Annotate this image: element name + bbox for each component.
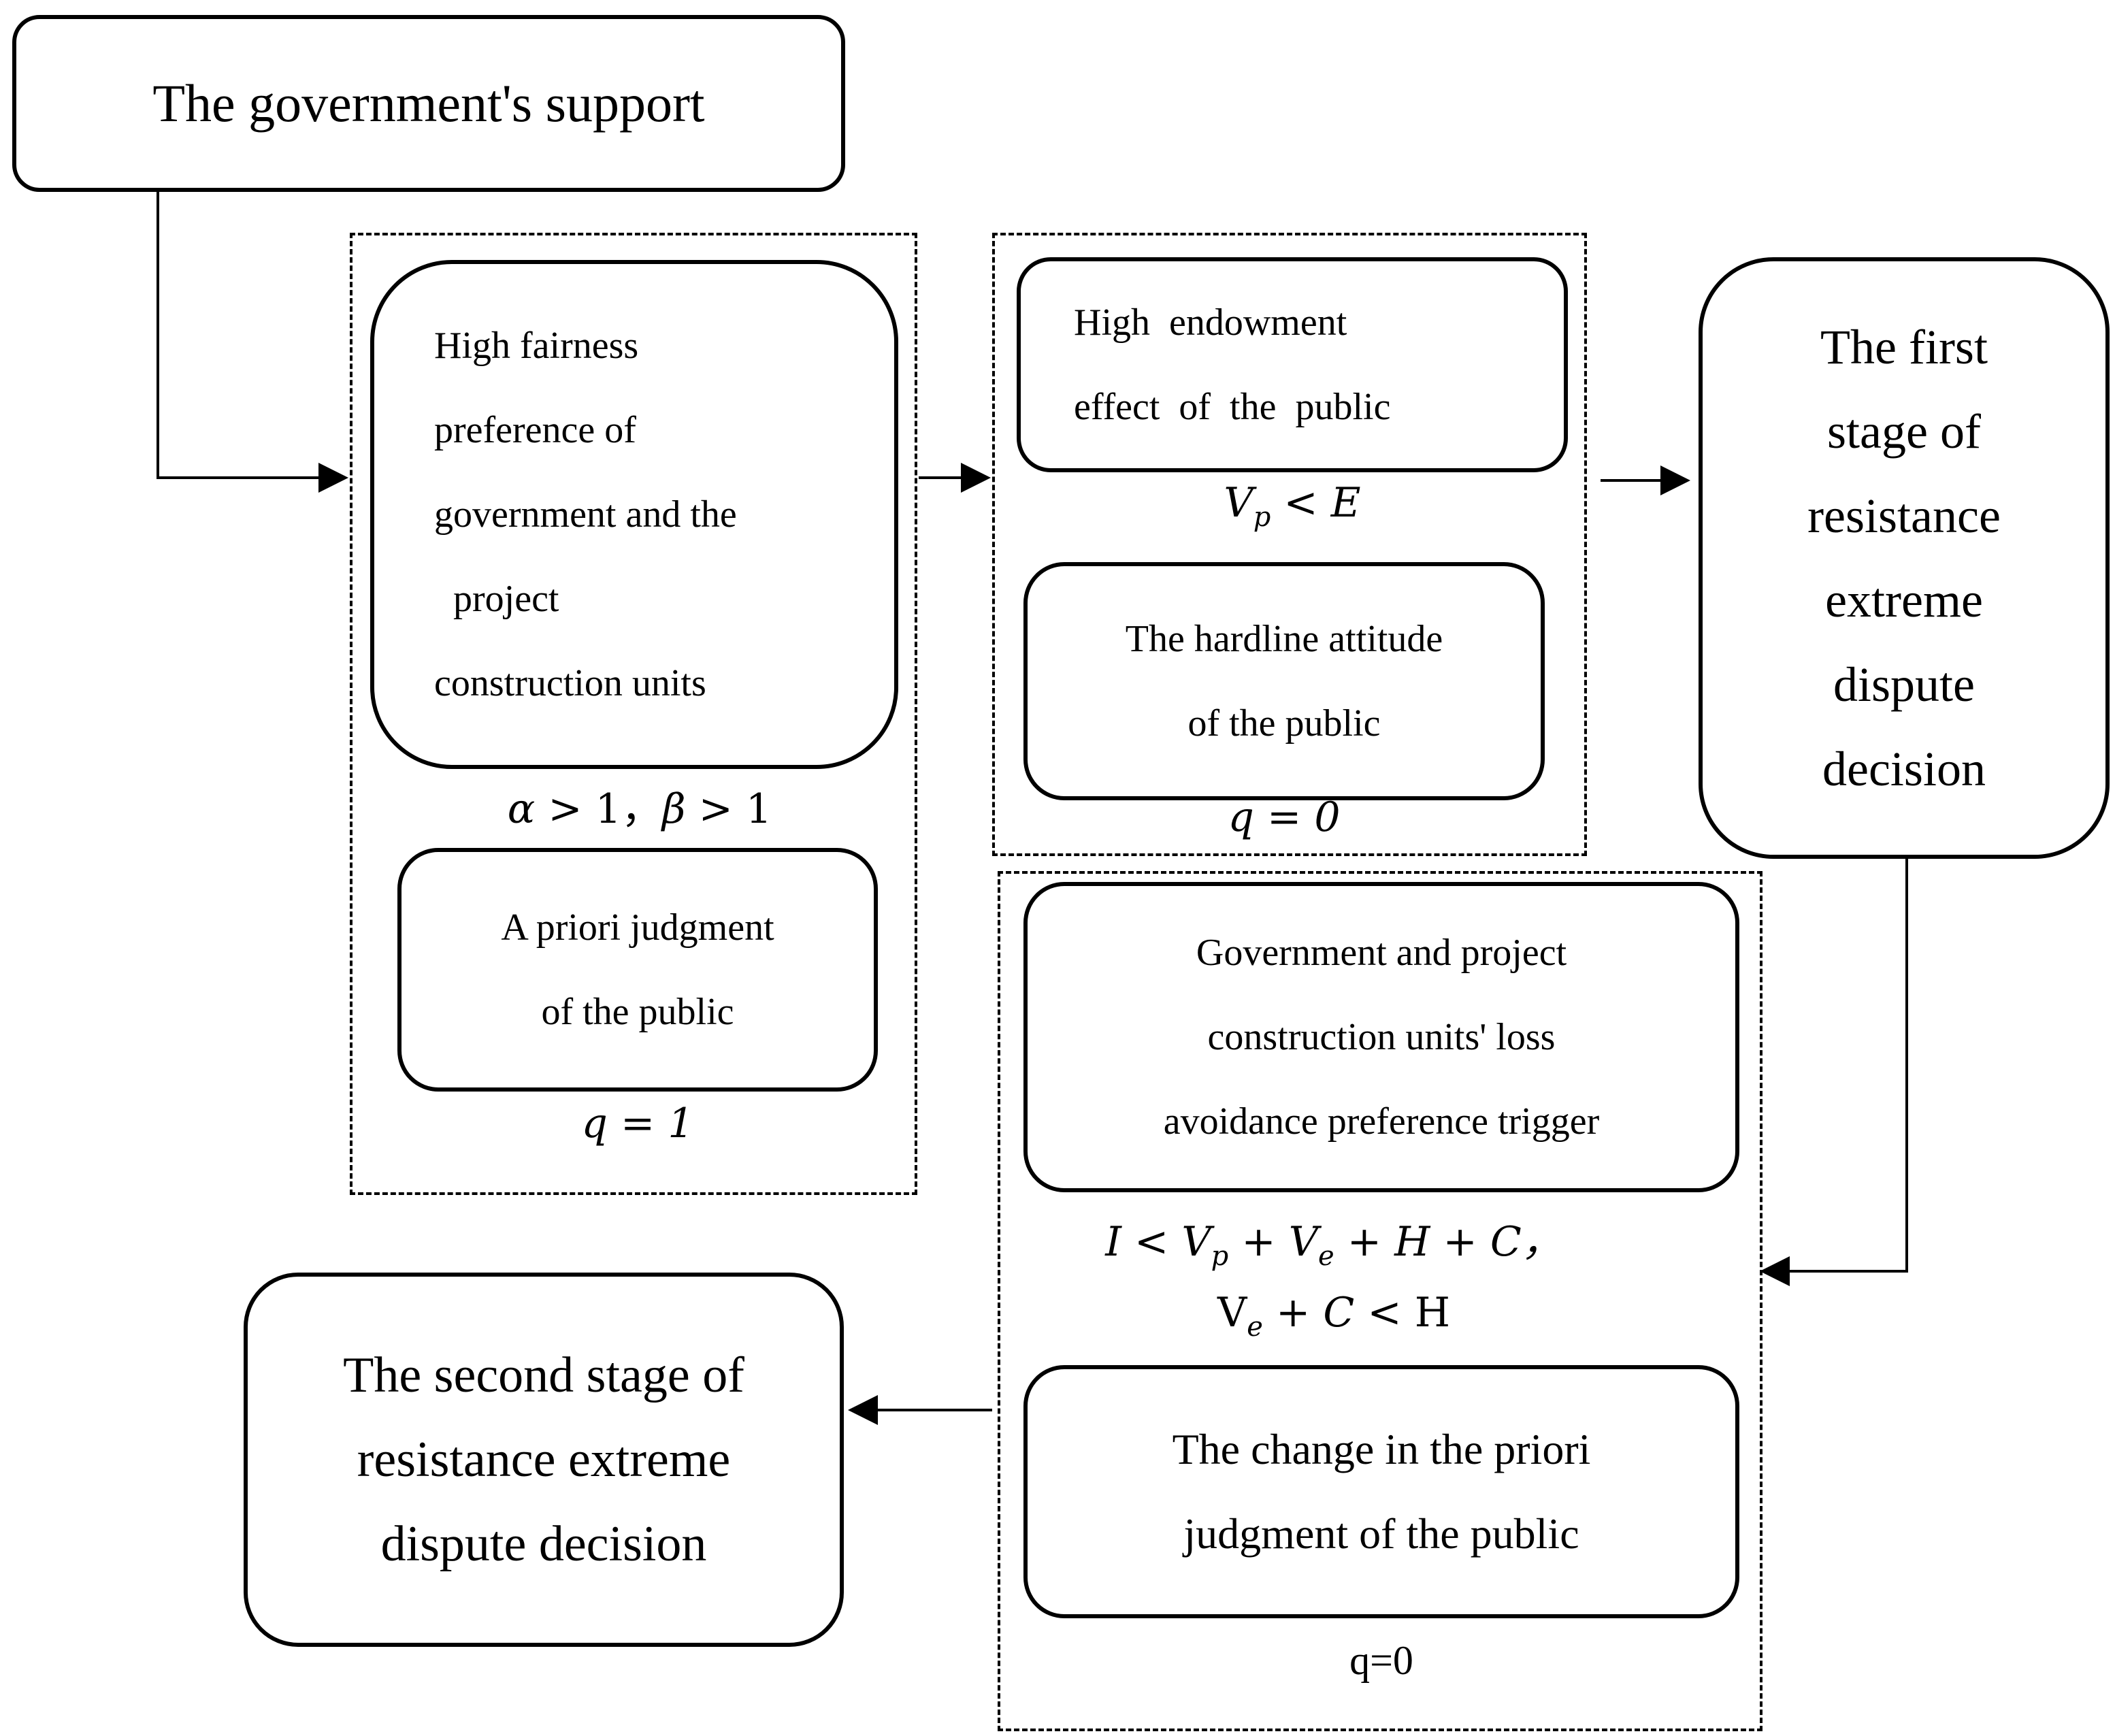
node-fairness-preference-line: preference of bbox=[434, 409, 636, 451]
node-first-stage-line: stage of bbox=[1827, 404, 1981, 459]
node-first-stage: The first stage of resistance extreme di… bbox=[1699, 257, 2110, 859]
beta-inequality: > 1 bbox=[685, 785, 772, 833]
node-loss-avoidance: Government and project construction unit… bbox=[1023, 882, 1739, 1192]
condition-loss-line-1: I < Vp + Ve + H + C， bbox=[1007, 1209, 1660, 1272]
condition-loss-line-2: Ve + C < H bbox=[1007, 1289, 1660, 1343]
vp-symbol: V bbox=[1224, 479, 1253, 527]
node-first-stage-line: resistance bbox=[1807, 489, 2001, 543]
loss-line2-subscript: e bbox=[1247, 1311, 1263, 1343]
loss-line1-subscript: p bbox=[1211, 1241, 1229, 1272]
arrowhead-first-stage-to-group3 bbox=[1760, 1256, 1790, 1286]
arrowhead-group1-to-group2 bbox=[961, 463, 991, 493]
node-endowment-effect-line: effect of the public bbox=[1074, 386, 1391, 428]
loss-line1-part: + H + C， bbox=[1334, 1218, 1562, 1266]
node-second-stage-line: dispute decision bbox=[380, 1516, 707, 1572]
node-priori-change: The change in the priori judgment of the… bbox=[1023, 1365, 1739, 1618]
loss-line2-part: V bbox=[1217, 1289, 1247, 1337]
node-loss-avoidance-line: Government and project bbox=[1196, 932, 1567, 974]
connector-first-stage-to-group3 bbox=[1790, 859, 1908, 1273]
arrowhead-group2-to-first-stage bbox=[1660, 465, 1690, 495]
group-loss-avoidance-conditions bbox=[998, 871, 1762, 1731]
node-second-stage-line: The second stage of bbox=[343, 1347, 744, 1403]
loss-line1-part: + V bbox=[1228, 1218, 1319, 1266]
node-priori-judgment-line: A priori judgment bbox=[501, 906, 774, 949]
node-fairness-preference-line: project bbox=[434, 578, 559, 620]
condition-q-equals-0-upper: q = 0 bbox=[1228, 793, 1341, 841]
loss-line1-subscript: e bbox=[1318, 1241, 1334, 1272]
loss-line1-part: I < V bbox=[1105, 1218, 1211, 1266]
node-second-stage-line: resistance extreme bbox=[357, 1432, 731, 1488]
node-government-support-line: The government's support bbox=[152, 73, 705, 133]
condition-q-equals-1: q = 1 bbox=[581, 1100, 694, 1147]
condition-alpha-beta: α > 1，β > 1 bbox=[381, 776, 898, 835]
node-fairness-preference-line: High fairness bbox=[434, 325, 639, 367]
node-fairness-preference-line: government and the bbox=[434, 493, 737, 536]
node-hardline-attitude-line: of the public bbox=[1187, 702, 1381, 744]
node-fairness-preference: High fairness preference of government a… bbox=[370, 260, 898, 769]
node-loss-avoidance-line: construction units' loss bbox=[1207, 1016, 1556, 1058]
node-priori-judgment-line: of the public bbox=[541, 991, 734, 1033]
vp-subscript: p bbox=[1253, 502, 1271, 533]
condition-vp-less-e: Vp < E bbox=[1017, 479, 1568, 533]
loss-line2-part: + C < bbox=[1262, 1289, 1415, 1337]
node-second-stage: The second stage of resistance extreme d… bbox=[244, 1273, 844, 1647]
node-hardline-attitude-line: The hardline attitude bbox=[1125, 618, 1443, 660]
group-preference-conditions bbox=[350, 233, 917, 1195]
node-loss-avoidance-line: avoidance preference trigger bbox=[1163, 1100, 1600, 1143]
vp-inequality: < E bbox=[1270, 479, 1361, 527]
arrowhead-support-to-group1 bbox=[318, 463, 348, 493]
node-priori-change-line: judgment of the public bbox=[1183, 1509, 1579, 1558]
condition-q-equals-0-lower: q=0 bbox=[1349, 1638, 1413, 1683]
group-public-conditions bbox=[992, 233, 1587, 856]
node-endowment-effect-line: High endowment bbox=[1074, 301, 1347, 344]
node-first-stage-line: extreme bbox=[1825, 573, 1983, 627]
node-fairness-preference-line: construction units bbox=[434, 662, 706, 704]
loss-line2-part: H bbox=[1414, 1289, 1451, 1337]
node-government-support: The government's support bbox=[12, 15, 845, 192]
node-hardline-attitude: The hardline attitude of the public bbox=[1023, 562, 1545, 800]
alpha-inequality: > 1， bbox=[535, 785, 662, 833]
alpha-symbol: α bbox=[507, 785, 536, 833]
node-first-stage-line: dispute bbox=[1833, 657, 1975, 712]
beta-symbol: β bbox=[661, 785, 686, 833]
node-first-stage-line: decision bbox=[1822, 742, 1986, 796]
node-endowment-effect: High endowment effect of the public bbox=[1017, 257, 1568, 472]
node-priori-change-line: The change in the priori bbox=[1172, 1425, 1591, 1473]
connector-support-to-group1 bbox=[157, 192, 318, 479]
node-priori-judgment: A priori judgment of the public bbox=[397, 848, 878, 1092]
node-first-stage-line: The first bbox=[1820, 320, 1988, 374]
arrowhead-group3-to-second-stage bbox=[848, 1395, 878, 1425]
